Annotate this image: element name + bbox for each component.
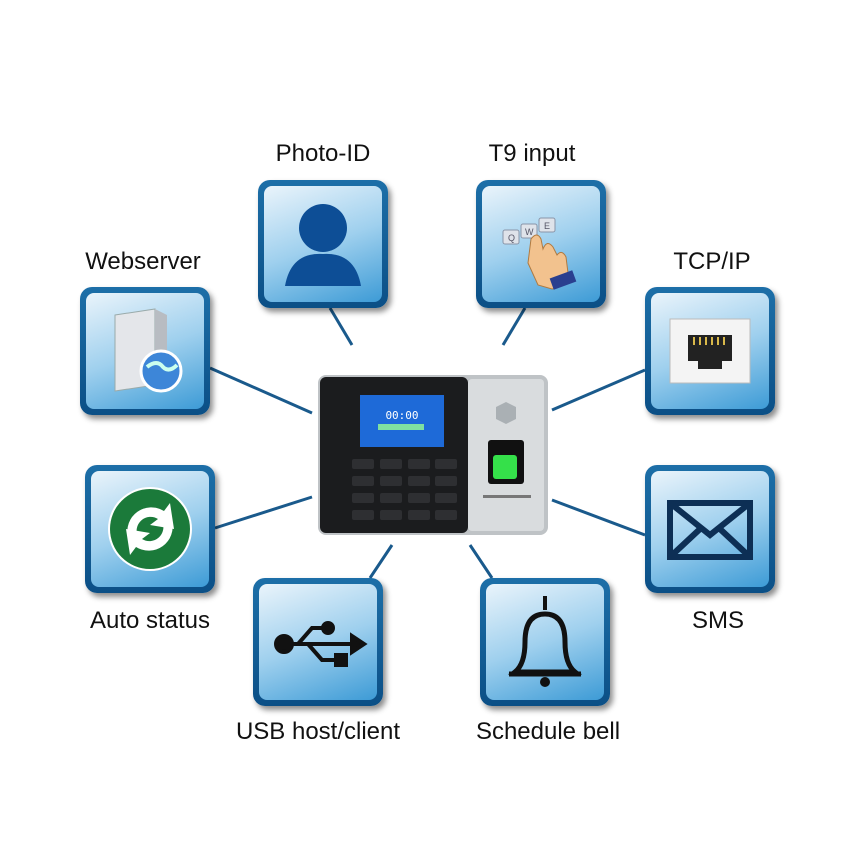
ethernet-port-icon: [669, 318, 751, 384]
tile-tcp-ip: [645, 287, 775, 415]
connector-sms: [551, 498, 646, 537]
label-schedule-bell: Schedule bell: [475, 718, 621, 745]
keypad: [352, 459, 457, 520]
connector-usb: [368, 544, 394, 579]
tile-sms: [645, 465, 775, 593]
svg-text:E: E: [544, 221, 550, 231]
connector-photo-id: [328, 307, 354, 346]
hand-keyboard-icon: QWE: [502, 217, 577, 290]
connector-bell: [468, 544, 494, 579]
connector-webserver: [209, 366, 313, 415]
connector-auto-status: [214, 495, 313, 530]
svg-text:Q: Q: [508, 233, 515, 243]
label-usb: USB host/client: [235, 718, 401, 745]
server-globe-icon: [114, 308, 183, 393]
tile-webserver: [80, 287, 210, 415]
person-icon: [285, 204, 361, 286]
tile-schedule-bell: [480, 578, 610, 706]
device-screen: [360, 395, 444, 447]
svg-text:W: W: [525, 227, 534, 237]
envelope-icon: [667, 500, 753, 560]
recycle-arrows-icon: [108, 487, 192, 571]
label-auto-status: Auto status: [89, 607, 211, 634]
bell-icon: [507, 596, 583, 687]
label-sms: SMS: [691, 607, 745, 634]
label-photo-id: Photo-ID: [275, 140, 371, 167]
time-attendance-device: 00:00: [318, 375, 548, 535]
label-webserver: Webserver: [85, 248, 201, 275]
connector-tcp: [551, 368, 646, 412]
svg-text:00:00: 00:00: [385, 409, 418, 422]
label-t9-input: T9 input: [488, 140, 576, 167]
label-tcp-ip: TCP/IP: [673, 248, 751, 275]
usb-icon: [274, 621, 368, 667]
tile-auto-status: [85, 465, 215, 593]
connector-t9: [501, 307, 527, 346]
tile-photo-id: [258, 180, 388, 308]
tile-usb: [253, 578, 383, 706]
